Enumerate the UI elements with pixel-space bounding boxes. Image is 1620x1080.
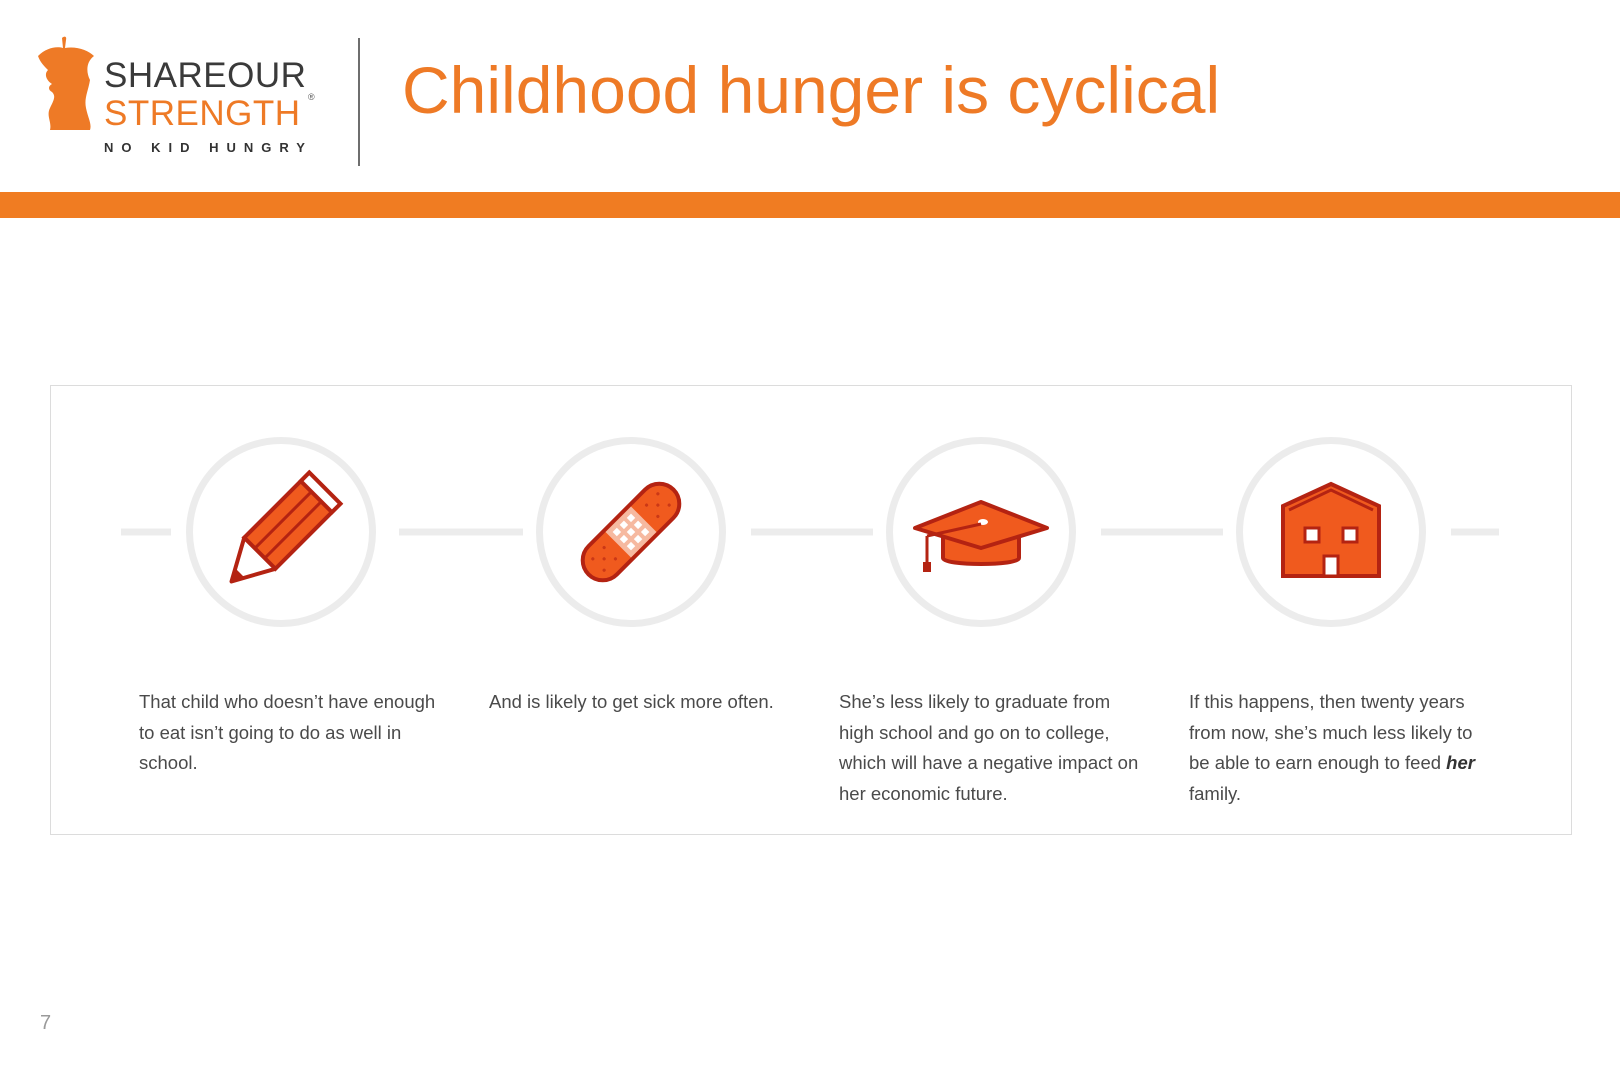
step-4-text: If this happens, then twenty years from …	[1189, 687, 1489, 809]
header-accent-bar	[0, 192, 1620, 218]
registered-mark: ®	[308, 92, 315, 102]
step-3-text: She’s less likely to graduate from high …	[839, 691, 1139, 804]
infographic-panel: That child who doesn’t have enough to ea…	[50, 385, 1572, 835]
timeline-connectors	[121, 528, 1499, 536]
slide-title: Childhood hunger is cyclical	[402, 53, 1221, 127]
share-our-strength-logo: SHAREOUR STRENGTH ® NO KID HUNGRY	[36, 36, 326, 166]
logo-wordmark-share: SHAREOUR	[104, 56, 307, 95]
pencil-icon	[229, 469, 344, 584]
apple-core-face-icon	[38, 36, 94, 130]
step-3-circle	[886, 437, 1076, 627]
step-1-text: That child who doesn’t have enough to ea…	[139, 691, 436, 773]
graduation-cap-icon	[913, 500, 1049, 572]
step-4-circle	[1236, 437, 1426, 627]
logo-wordmark-strength: STRENGTH	[104, 94, 301, 133]
page-number: 7	[40, 1012, 52, 1034]
header-divider	[358, 38, 360, 166]
step-4-text-start: If this happens, then twenty years from …	[1189, 691, 1473, 773]
step-4-text-end: family.	[1189, 782, 1242, 804]
slide-header: SHAREOUR STRENGTH ® NO KID HUNGRY Childh…	[0, 0, 1620, 192]
bandage-icon	[580, 481, 682, 583]
logo-tagline: NO KID HUNGRY	[104, 140, 313, 155]
step-4-text-emphasis: her	[1446, 752, 1475, 773]
step-1-circle	[186, 437, 376, 627]
step-2-circle	[536, 437, 726, 627]
house-icon	[1281, 481, 1381, 578]
step-2-text: And is likely to get sick more often.	[489, 691, 774, 712]
